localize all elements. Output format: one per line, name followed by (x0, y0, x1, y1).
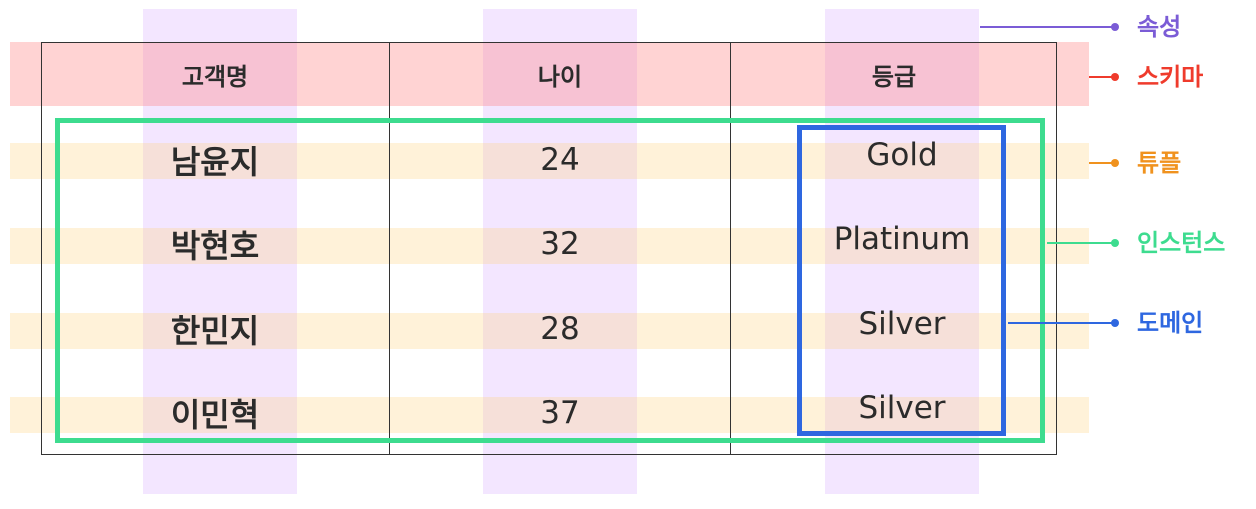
cell-name: 한민지 (170, 312, 260, 350)
tuple-band-3 (10, 313, 1089, 349)
label-tuple: 튜플 (1137, 149, 1182, 177)
tuple-connector-dot (1111, 159, 1119, 167)
cell-age: 24 (540, 142, 580, 178)
domain-connector-dot (1111, 319, 1119, 327)
cell-age: 32 (540, 226, 580, 262)
column-divider-2 (730, 42, 731, 455)
cell-name: 이민혁 (170, 396, 260, 434)
header-customer-name: 고객명 (181, 62, 249, 91)
attribute-band-name (143, 9, 297, 494)
attribute-band-grade (825, 9, 979, 494)
attribute-band-age (483, 9, 637, 494)
schema-band (10, 42, 1089, 106)
instance-box (55, 118, 1045, 443)
header-age: 나이 (537, 62, 583, 91)
cell-grade: Silver (858, 306, 946, 342)
tuple-band-1 (10, 143, 1089, 179)
cell-grade: Gold (866, 137, 938, 173)
tuple-band-2 (10, 228, 1089, 264)
table-border (41, 42, 1057, 455)
label-attribute: 속성 (1137, 13, 1182, 41)
column-divider-1 (389, 42, 390, 455)
cell-grade: Silver (858, 390, 946, 426)
attribute-connector-dot (1111, 23, 1119, 31)
label-schema: 스키마 (1137, 63, 1204, 91)
label-instance: 인스턴스 (1137, 229, 1226, 257)
tuple-band-4 (10, 397, 1089, 433)
schema-connector-dot (1111, 73, 1119, 81)
cell-grade: Platinum (833, 221, 971, 257)
cell-name: 남윤지 (170, 143, 260, 181)
domain-box (797, 125, 1006, 436)
header-grade: 등급 (871, 62, 917, 91)
cell-age: 28 (540, 311, 580, 347)
cell-name: 박현호 (170, 227, 260, 265)
cell-age: 37 (540, 395, 580, 431)
instance-connector-dot (1111, 239, 1119, 247)
label-domain: 도메인 (1137, 309, 1204, 337)
